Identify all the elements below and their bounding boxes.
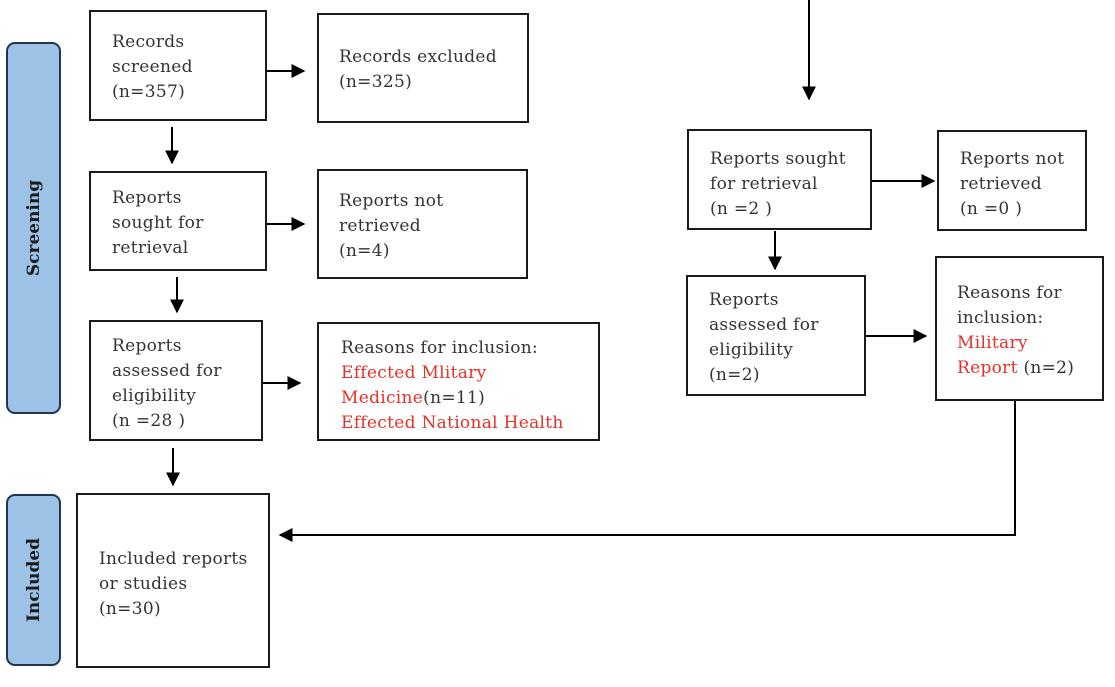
records-screened-count: (n=357) <box>112 82 186 102</box>
stage-screening: Screening <box>6 42 61 414</box>
reports-assessed-line3: eligibility <box>112 386 197 406</box>
right-reports-not-retrieved-line1: Reports not <box>960 149 1065 169</box>
records-screened-box: Records screened (n=357) <box>89 10 267 121</box>
records-screened-line2: screened <box>112 57 193 77</box>
records-excluded-line1: Records excluded <box>339 47 497 67</box>
right-reports-sought-box: Reports sought for retrieval (n =2 ) <box>687 129 872 230</box>
right-reports-assessed-line1: Reports <box>709 290 779 310</box>
right-reasons-heading1: Reasons for <box>957 283 1062 303</box>
right-reasons-heading2: inclusion: <box>957 308 1044 328</box>
arrow-right-reasons-to-included <box>278 401 1016 542</box>
reason-medicine-count: (n=11) <box>423 388 486 408</box>
reason-medicine-line: Medicine(n=11) <box>341 386 598 411</box>
reasons-heading: Reasons for inclusion: <box>341 338 539 358</box>
records-screened-line1: Records <box>112 32 185 52</box>
right-reports-assessed-line2: assessed for <box>709 315 819 335</box>
reports-sought-line2: sought for <box>112 213 204 233</box>
reports-assessed-line1: Reports <box>112 336 182 356</box>
reports-assessed-box: Reports assessed for eligibility (n =28 … <box>89 320 263 441</box>
reasons-inclusion-box: Reasons for inclusion: Effected Mlitary … <box>317 322 600 441</box>
right-reason-report-line: Report (n=2) <box>957 356 1102 381</box>
right-reports-assessed-line3: eligibility <box>709 340 794 360</box>
reports-not-retrieved-count: (n=4) <box>339 241 390 261</box>
right-reports-assessed-box: Reports assessed for eligibility (n=2) <box>686 275 866 396</box>
right-reports-sought-line1: Reports sought <box>710 149 846 169</box>
right-reasons-inclusion-box: Reasons for inclusion: Military Report (… <box>935 256 1104 401</box>
included-count: (n=30) <box>99 599 161 619</box>
reports-sought-line1: Reports <box>112 188 182 208</box>
reports-not-retrieved-box: Reports not retrieved (n=4) <box>317 169 528 279</box>
right-reports-not-retrieved-count: (n =0 ) <box>960 199 1023 219</box>
reports-assessed-count: (n =28 ) <box>112 411 186 431</box>
right-reports-sought-count: (n =2 ) <box>710 199 773 219</box>
right-reports-not-retrieved-box: Reports not retrieved (n =0 ) <box>937 130 1087 231</box>
included-line1: Included reports <box>99 549 248 569</box>
right-reports-assessed-count: (n=2) <box>709 365 760 385</box>
right-reason-report: Report <box>957 358 1018 378</box>
included-line2: or studies <box>99 574 188 594</box>
reports-sought-box: Reports sought for retrieval <box>89 171 267 271</box>
reports-not-retrieved-line2: retrieved <box>339 216 421 236</box>
reason-medicine: Medicine <box>341 388 424 408</box>
right-reason-report-count: (n=2) <box>1017 358 1075 378</box>
stage-included: Included <box>6 494 61 666</box>
reason-national-health: Effected National Health <box>341 413 564 433</box>
reports-not-retrieved-line1: Reports not <box>339 191 444 211</box>
reports-assessed-line2: assessed for <box>112 361 222 381</box>
right-reports-sought-line2: for retrieval <box>710 174 818 194</box>
right-reports-not-retrieved-line2: retrieved <box>960 174 1042 194</box>
reason-military: Effected Mlitary <box>341 363 487 383</box>
reports-sought-line3: retrieval <box>112 238 189 258</box>
records-excluded-count: (n=325) <box>339 72 413 92</box>
included-box: Included reports or studies (n=30) <box>76 493 270 668</box>
right-reason-military: Military <box>957 333 1028 353</box>
records-excluded-box: Records excluded (n=325) <box>317 13 529 123</box>
